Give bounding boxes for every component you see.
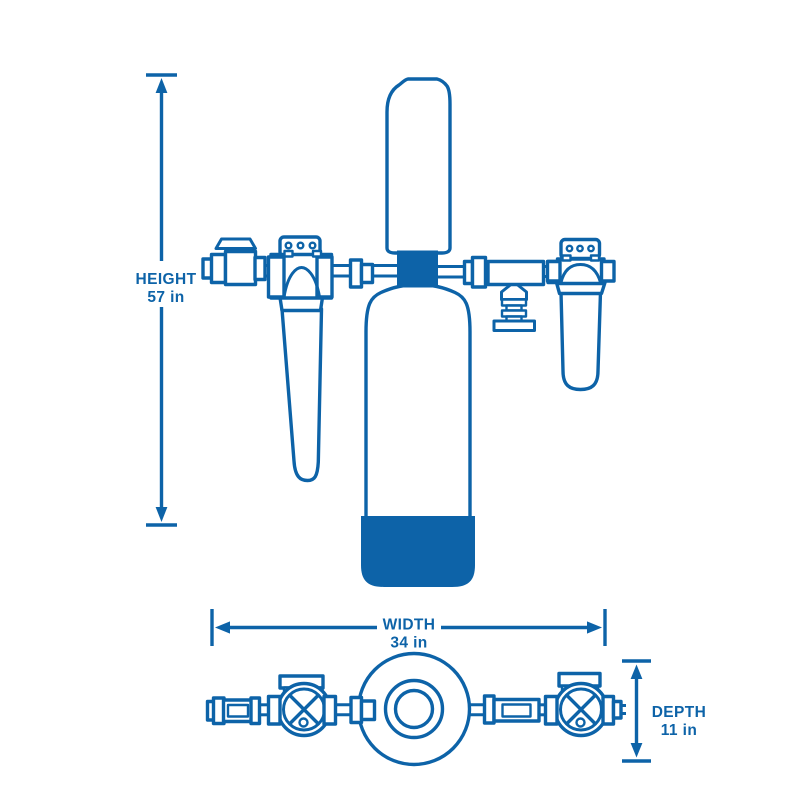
bracket-hole <box>576 244 584 253</box>
bracket-hole <box>284 241 293 250</box>
valve-nut-left <box>209 252 228 285</box>
top-filter-right <box>543 671 626 738</box>
valve-nut-right <box>253 255 267 282</box>
bracket-hole <box>308 241 317 250</box>
depth-arrow-down-icon <box>630 743 643 758</box>
top-view <box>205 651 626 767</box>
width-dimension: WIDTH 34 in <box>210 609 607 652</box>
width-value: 34 in <box>390 635 427 652</box>
pipe-filter-to-tank <box>332 258 398 289</box>
top-fittings-mid-left <box>335 695 377 725</box>
post-filter-right <box>545 237 616 392</box>
filter-tab <box>311 249 323 258</box>
filter-port-right <box>599 259 616 283</box>
depth-arrow-up-icon <box>630 664 643 679</box>
width-arrow-right-icon <box>587 621 602 634</box>
width-arrow-left-icon <box>215 621 230 634</box>
bracket-hole <box>565 244 574 253</box>
pipe-end-cap <box>611 699 623 720</box>
front-view <box>201 77 616 587</box>
pipe-tank-to-tee <box>437 255 488 289</box>
top-tank <box>356 651 472 767</box>
housing-cross <box>565 693 597 726</box>
union-inner <box>501 703 532 718</box>
height-label: HEIGHT <box>136 271 197 288</box>
union-nut <box>249 696 262 726</box>
depth-value: 11 in <box>661 722 697 739</box>
union-body <box>359 699 377 722</box>
housing-port-dot <box>575 717 586 728</box>
top-inlet-fittings <box>205 696 272 726</box>
valve-handle <box>214 237 257 250</box>
upper-tank <box>385 77 452 255</box>
housing-flange-left <box>543 694 559 726</box>
width-label: WIDTH <box>383 617 436 634</box>
filter-dome <box>559 262 602 283</box>
filter-port-left <box>545 259 562 283</box>
height-arrow-up-icon <box>155 78 168 93</box>
filter-port-left <box>266 255 286 299</box>
filter-cartridge <box>559 290 603 392</box>
shutoff-valve <box>201 237 273 287</box>
valve-body <box>223 249 258 287</box>
depth-dimension: DEPTH 11 in <box>622 659 707 763</box>
filter-tab <box>561 254 572 262</box>
main-tank <box>364 282 472 522</box>
union-body <box>359 262 375 285</box>
housing-flange-right <box>322 694 338 726</box>
bib-handle <box>492 319 536 332</box>
tank-base <box>361 516 475 587</box>
housing-cross <box>288 693 320 726</box>
union-body <box>470 255 488 289</box>
filter-dome <box>282 265 321 298</box>
filter-tab <box>283 249 294 258</box>
height-value: 57 in <box>147 289 184 306</box>
control-valve-block <box>397 250 438 288</box>
pre-filter-left <box>266 235 334 483</box>
top-fittings-mid-right <box>469 694 549 725</box>
tee-body <box>486 259 546 287</box>
bracket-hole <box>296 241 305 250</box>
housing-flange-left <box>266 694 282 726</box>
height-arrow-down-icon <box>155 507 168 522</box>
filter-tab <box>589 254 601 262</box>
depth-label: DEPTH <box>652 704 707 721</box>
top-filter-left <box>266 674 338 738</box>
housing-port-dot <box>298 717 309 728</box>
height-dimension: HEIGHT 57 in <box>136 73 197 527</box>
union-inner <box>226 703 250 718</box>
bracket-hole <box>587 244 595 253</box>
tank-inner-circle <box>393 688 435 730</box>
filter-cartridge <box>280 307 324 483</box>
